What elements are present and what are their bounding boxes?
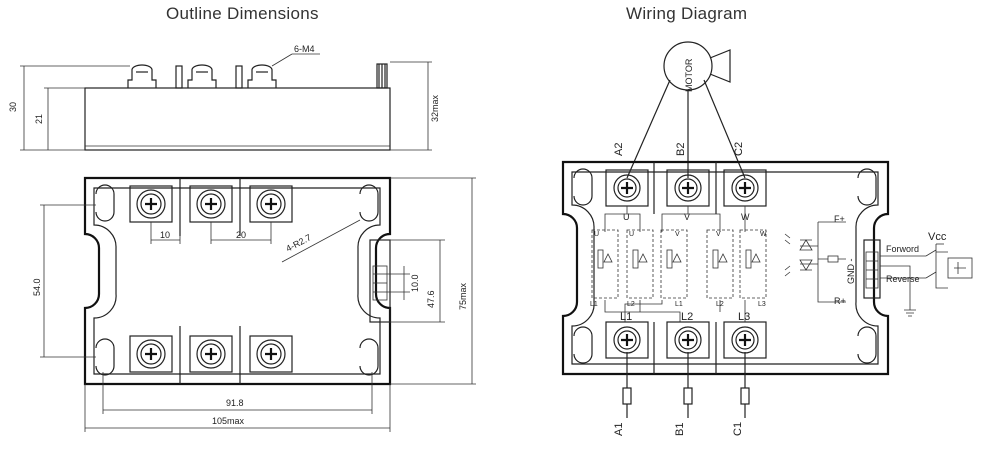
- scr-bottom-4: L2: [716, 301, 724, 308]
- input-c1: C1: [732, 422, 744, 436]
- vcc-label: Vcc: [928, 231, 947, 243]
- dim-10-0: 10.0: [410, 274, 420, 292]
- outline-dimensions-title: Outline Dimensions: [166, 4, 319, 23]
- module-body: [561, 160, 890, 376]
- dim-75max: 75max: [458, 282, 468, 310]
- top-terminals: [605, 169, 767, 207]
- dim-91-8: 91.8: [226, 398, 244, 408]
- scr-cells: [591, 229, 767, 299]
- thread-label: 6-M4: [294, 44, 315, 54]
- scr-bottom-1: L1: [590, 301, 598, 308]
- reverse-label: Reverse: [886, 274, 920, 284]
- top-view: 10 20 4-R2.7 54.0 10.0 47.6 75max 91.8: [32, 176, 476, 432]
- terminal-l3: L3: [738, 311, 750, 323]
- motor-label: MOTOR: [684, 58, 694, 92]
- terminal-l1: L1: [620, 311, 632, 323]
- terminal-l2: L2: [681, 311, 693, 323]
- scr-top-3: V: [675, 231, 680, 238]
- dim-32max: 32max: [430, 94, 440, 122]
- bottom-screws: [129, 335, 293, 373]
- top-view-body: [83, 176, 392, 386]
- phase-u: U: [623, 212, 630, 222]
- gnd-label: GND -: [846, 259, 856, 285]
- dim-10: 10: [160, 230, 170, 240]
- terminal-b2: B2: [675, 143, 687, 156]
- external-switch: [880, 243, 973, 317]
- bottom-terminals: [605, 321, 767, 359]
- side-view-body: [84, 87, 391, 151]
- scr-top-2: U: [629, 231, 634, 238]
- side-view: 6-M4 30 21 32max: [8, 44, 440, 151]
- control-connector: [369, 239, 391, 323]
- input-lines: [622, 352, 750, 418]
- terminal-a2: A2: [613, 143, 625, 156]
- wiring-diagram-title: Wiring Diagram: [626, 4, 748, 23]
- wiring-diagram: MOTOR A2 B2 C2 U: [561, 41, 973, 436]
- forward-label: Forword: [886, 244, 919, 254]
- scr-top-1: U: [594, 231, 599, 238]
- dim-21: 21: [34, 114, 44, 124]
- dim-47-6: 47.6: [426, 290, 436, 308]
- dim-105max: 105max: [212, 416, 245, 426]
- dim-30: 30: [8, 102, 18, 112]
- control-circuit: [784, 221, 846, 303]
- radius-label: 4-R2.7: [284, 232, 313, 254]
- scr-top-4: V: [716, 231, 721, 238]
- input-a1: A1: [613, 423, 625, 436]
- control-terminal-block: [863, 239, 881, 299]
- terminal-c2: C2: [733, 142, 745, 156]
- phase-w: W: [741, 212, 750, 222]
- scr-bottom-5: L3: [758, 301, 766, 308]
- input-b1: B1: [674, 423, 686, 436]
- scr-bottom-2: L2: [627, 301, 635, 308]
- f-plus-label: F+: [834, 214, 845, 224]
- dim-20: 20: [236, 230, 246, 240]
- scr-top-5: W: [760, 231, 767, 238]
- dim-54: 54.0: [32, 278, 42, 296]
- phase-v: V: [684, 212, 690, 222]
- scr-bottom-3: L1: [675, 301, 683, 308]
- r-plus-label: R+: [834, 296, 846, 306]
- top-screws: [129, 185, 293, 223]
